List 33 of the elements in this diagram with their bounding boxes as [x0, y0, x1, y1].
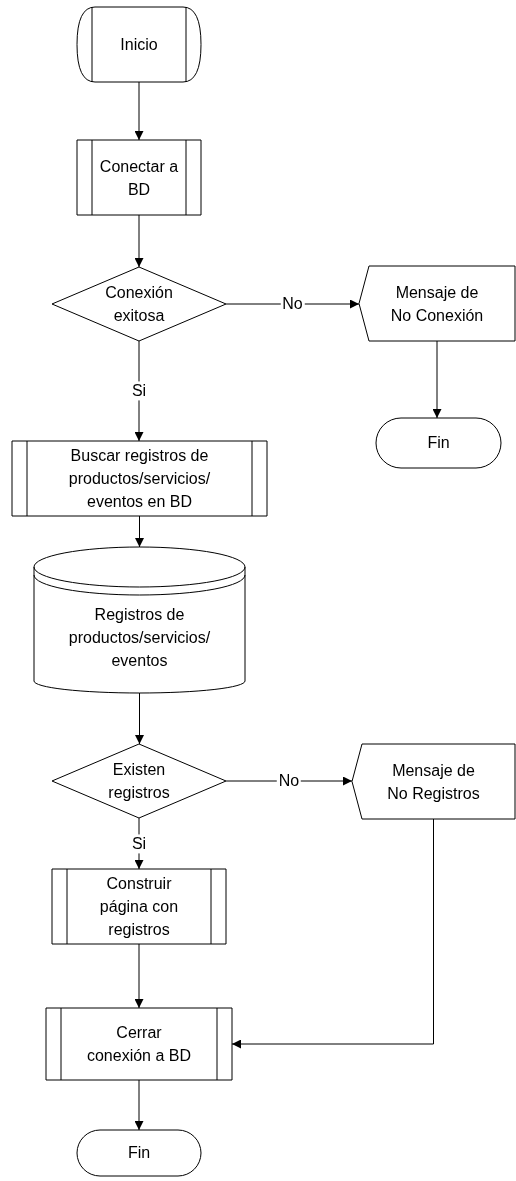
arrow [134, 81, 144, 141]
process-label: Buscar registros de productos/servicios/ eventos en BD [67, 445, 212, 513]
predefined-process-box [12, 441, 267, 516]
database-label: Registros de productos/servicios/ eventos [67, 604, 212, 672]
message-label: Mensaje de No Conexión [389, 282, 485, 326]
arrow [134, 1079, 144, 1131]
end-terminal [376, 418, 501, 468]
predefined-process-box [46, 1008, 232, 1080]
database-cylinder [34, 547, 245, 693]
decision-diamond [52, 267, 226, 341]
predefined-process-box [77, 140, 201, 215]
decision-label: Conexión exitosa [104, 282, 174, 326]
start-terminal [77, 7, 201, 82]
arrow [432, 340, 442, 419]
arrow [135, 692, 144, 745]
end-terminal [77, 1130, 201, 1176]
process-label: Construir página con registros [98, 873, 180, 941]
terminal-label: Fin [426, 433, 451, 454]
arrow [134, 340, 144, 442]
arrow [135, 515, 144, 548]
arrow [134, 943, 144, 1009]
arrow [134, 214, 144, 268]
decision-diamond [52, 744, 226, 818]
decision-label: Existen registros [107, 759, 171, 803]
message-label: Mensaje de No Registros [386, 760, 481, 804]
display-shape [352, 744, 515, 819]
display-shape [359, 266, 515, 341]
terminal-label: Inicio [119, 34, 159, 55]
arrow [231, 818, 434, 1049]
terminal-label: Fin [126, 1143, 152, 1164]
predefined-process-box [52, 869, 226, 944]
process-label: Cerrar conexión a BD [85, 1022, 193, 1066]
process-label: Conectar a BD [98, 156, 180, 200]
